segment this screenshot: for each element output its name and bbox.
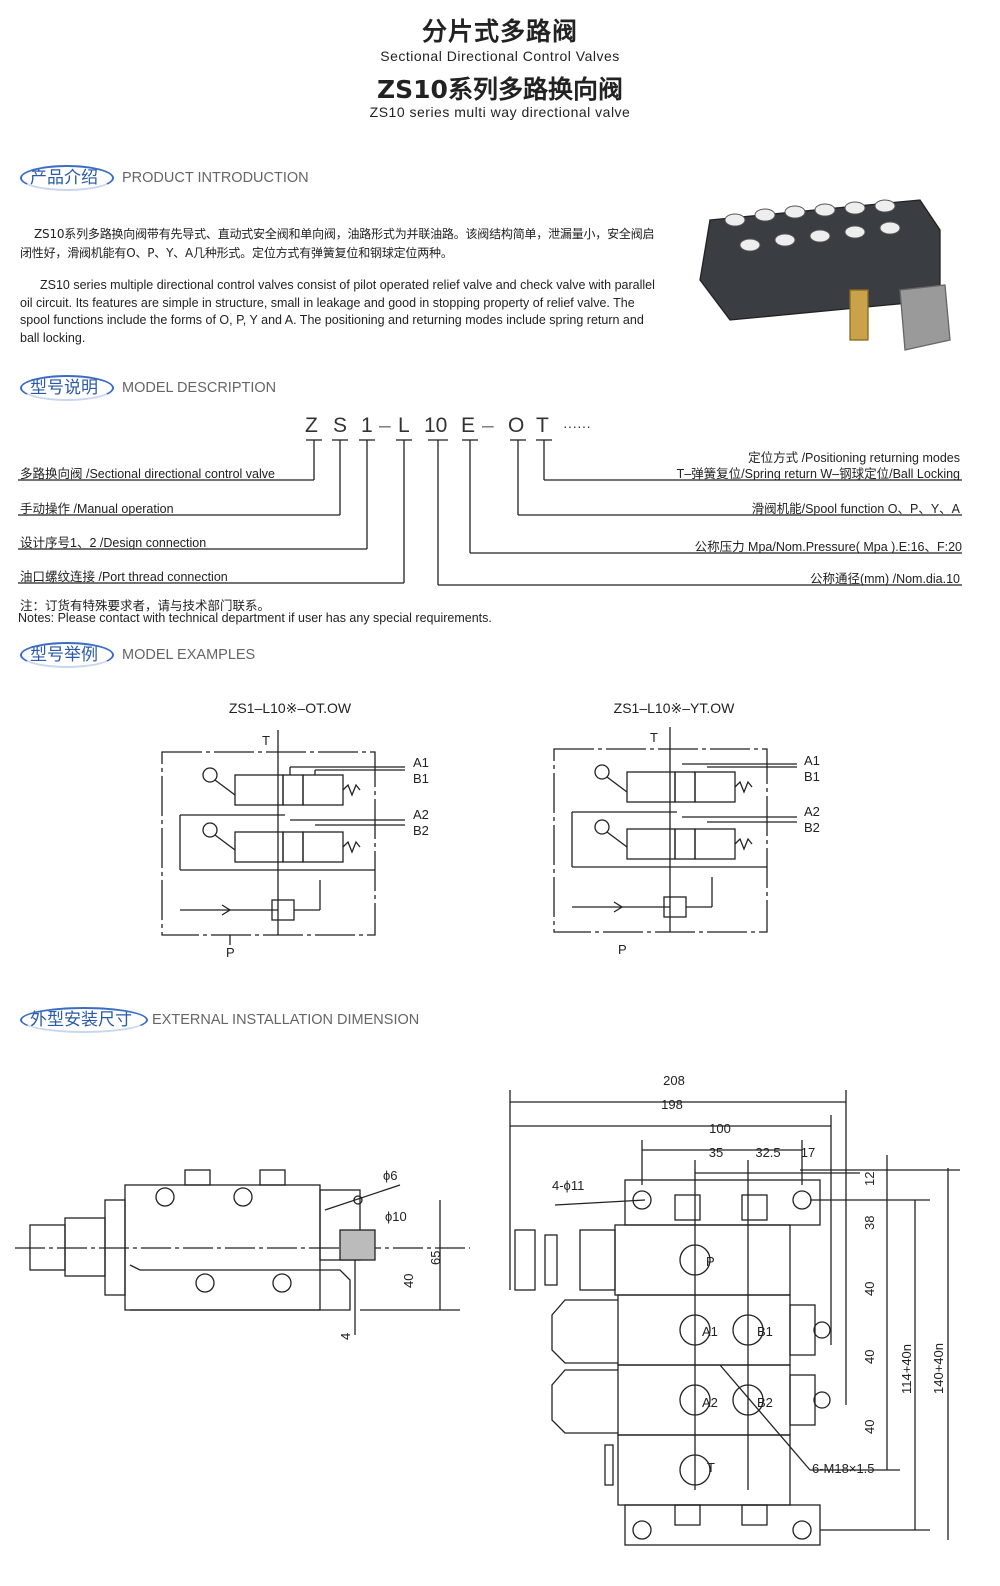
- code-char: S: [333, 414, 348, 437]
- section-header-model-description: 型号说明 MODEL DESCRIPTION: [20, 374, 276, 402]
- front-view-drawing: 208 198 100 35 32.5 17 4-ϕ11 12 38 40 40…: [509, 1073, 960, 1546]
- schematic-title: ZS1–L10※–YT.OW: [614, 700, 735, 716]
- hydraulic-schematic-1: ZS1–L10※–OT.OW T A1 B1 A2 B2 P: [161, 700, 429, 960]
- dim-140-40n: 140+40n: [931, 1343, 946, 1394]
- code-char: E: [461, 414, 476, 437]
- dim-d10: ϕ10: [385, 1209, 407, 1224]
- code-char: Z: [305, 414, 318, 437]
- port-a2: A2: [413, 807, 429, 822]
- port-a2: A2: [804, 804, 820, 819]
- schematic-title: ZS1–L10※–OT.OW: [229, 700, 352, 716]
- model-subtitle: ZS10 series multi way directional valve: [369, 104, 631, 120]
- code-char: L: [398, 414, 410, 437]
- label-nominal-pressure: 公称压力 Mpa/Nom.Pressure( Mpa ).E:16、F:20: [694, 540, 962, 554]
- port-t: T: [650, 730, 658, 745]
- section-badge: 型号说明: [20, 375, 114, 401]
- dim-38: 38: [862, 1216, 877, 1230]
- spool-valve-1: [594, 764, 753, 803]
- note-en: Notes: Please contact with technical dep…: [18, 611, 492, 625]
- dim-thread: 6-M18×1.5: [812, 1461, 875, 1476]
- port-a1: A1: [804, 753, 820, 768]
- section-header-intro: 产品介绍 PRODUCT INTRODUCTION: [20, 164, 309, 192]
- page-subtitle: Sectional Directional Control Valves: [380, 48, 620, 64]
- label-manual-operation: 手动操作 /Manual operation: [20, 502, 174, 516]
- port-a1: A1: [702, 1324, 718, 1339]
- section-badge: 型号举例: [20, 642, 114, 668]
- port-p: P: [226, 945, 235, 960]
- dim-4: 4: [338, 1333, 353, 1340]
- code-char: T: [536, 414, 549, 437]
- section-badge: 外型安装尺寸: [20, 1007, 148, 1033]
- label-sectional-valve: 多路换向阀 /Sectional directional control val…: [20, 467, 275, 481]
- port-p: P: [618, 942, 627, 957]
- port-a2: A2: [702, 1395, 718, 1410]
- section-badge: 产品介绍: [20, 165, 114, 191]
- dim-100: 100: [709, 1121, 731, 1136]
- intro-text-en: ZS10 series multiple directional control…: [20, 278, 655, 345]
- dim-40: 40: [862, 1282, 877, 1296]
- port-b2: B2: [757, 1395, 773, 1410]
- code-char: 1: [361, 414, 373, 437]
- dim-208: 208: [663, 1073, 685, 1088]
- port-b2: B2: [413, 823, 429, 838]
- port-b1: B1: [757, 1324, 773, 1339]
- spool-valve-2: [594, 819, 753, 860]
- section-title-en: MODEL EXAMPLES: [122, 647, 256, 663]
- port-b2: B2: [804, 820, 820, 835]
- section-title-en: MODEL DESCRIPTION: [122, 380, 277, 396]
- label-positioning-options: T–弹簧复位/Spring return W–钢球定位/Ball Locking: [676, 467, 960, 481]
- intro-text-cn: ZS10系列多路换向阀带有先导式、直动式安全阀和单向阀，油路形式为并联油路。该阀…: [20, 227, 655, 260]
- label-positioning-modes: 定位方式 /Positioning returning modes: [748, 451, 960, 465]
- product-photo: [699, 199, 951, 351]
- port-p: P: [706, 1254, 715, 1269]
- spool-valve-2: [202, 822, 361, 863]
- port-b1: B1: [413, 771, 429, 786]
- model-title: ZS10系列多路换向阀: [377, 75, 623, 104]
- port-b1: B1: [804, 769, 820, 784]
- label-nominal-diameter: 公称通径(mm) /Nom.dia.10: [809, 572, 960, 586]
- note-cn: 注：订货有特殊要求者，请与技术部门联系。: [20, 599, 271, 613]
- model-code-leader-lines: [18, 439, 962, 586]
- dim-40: 40: [401, 1274, 416, 1288]
- label-port-thread: 油口螺纹连接 /Port thread connection: [20, 570, 228, 584]
- port-a1: A1: [413, 755, 429, 770]
- dim-114-40n: 114+40n: [899, 1344, 914, 1394]
- section-title-en: EXTERNAL INSTALLATION DIMENSION: [152, 1012, 420, 1028]
- side-view-drawing: ϕ6 ϕ10 65 40 4: [15, 1168, 470, 1340]
- code-char: ······: [563, 418, 591, 434]
- section-header-model-examples: 型号举例 MODEL EXAMPLES: [20, 641, 255, 669]
- dim-198: 198: [661, 1097, 683, 1112]
- dim-35: 35: [709, 1145, 723, 1160]
- dim-40: 40: [862, 1420, 877, 1434]
- dim-32-5: 32.5: [755, 1145, 780, 1160]
- section-header-dimension: 外型安装尺寸 EXTERNAL INSTALLATION DIMENSION: [20, 1006, 419, 1034]
- spool-valve-1: [202, 767, 361, 806]
- code-char: 10: [424, 414, 448, 437]
- dim-12: 12: [862, 1172, 877, 1186]
- dim-40: 40: [862, 1350, 877, 1364]
- dim-65: 65: [428, 1251, 443, 1265]
- code-char: –: [379, 414, 391, 437]
- code-char: O: [508, 414, 525, 437]
- label-spool-function: 滑阀机能/Spool function O、P、Y、A: [751, 502, 960, 516]
- label-design-connection: 设计序号1、2 /Design connection: [20, 536, 207, 550]
- port-t: T: [707, 1460, 715, 1475]
- page-title: 分片式多路阀: [421, 17, 578, 46]
- dim-holes: 4-ϕ11: [552, 1178, 584, 1193]
- code-char: –: [482, 414, 494, 437]
- dim-17: 17: [801, 1145, 815, 1160]
- section-title-en: PRODUCT INTRODUCTION: [122, 170, 309, 186]
- dim-d6: ϕ6: [383, 1168, 398, 1183]
- hydraulic-schematic-2: ZS1–L10※–YT.OW T A1 B1 A2 B2 P: [553, 700, 820, 957]
- port-t: T: [262, 733, 270, 748]
